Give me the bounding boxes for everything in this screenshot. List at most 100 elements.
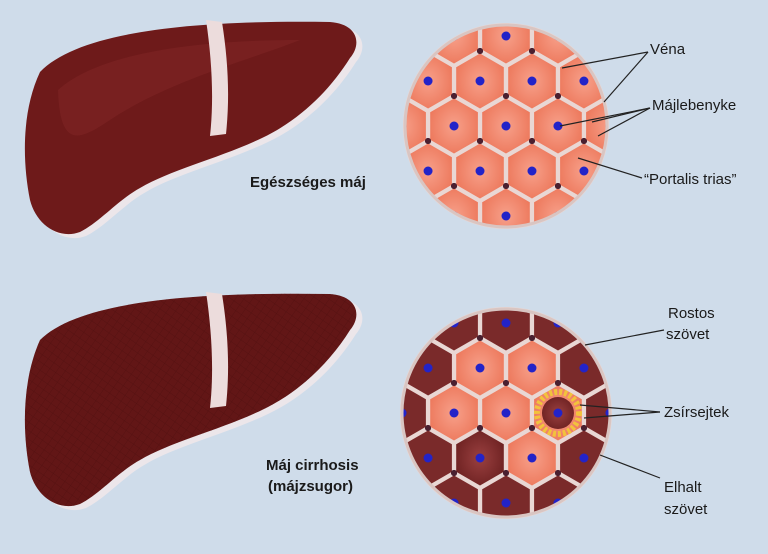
portal-triad-dot <box>402 470 406 476</box>
portal-triad-dot <box>425 48 432 54</box>
fibrous-tissue-label-line1: Rostos <box>668 305 715 322</box>
portal-triad-dot <box>477 48 484 54</box>
portal-triad-dot <box>405 93 406 99</box>
portal-triad-dot <box>607 290 613 296</box>
hepatocyte-cell <box>402 475 426 517</box>
portal-triad-dot <box>633 138 639 144</box>
nucleus-dot <box>476 274 485 283</box>
portal-triad-dot <box>503 273 509 279</box>
portal-triad-dot <box>633 515 639 521</box>
nucleus-dot <box>423 453 433 463</box>
portal-triad-dot <box>554 380 561 386</box>
portal-triad-dot <box>554 183 561 189</box>
nucleus-dot <box>527 166 537 176</box>
hepatocyte-cell <box>612 341 660 396</box>
fibrous-tissue-label-line2: szövet <box>666 326 710 343</box>
healthy-liver-caption: Egészséges máj <box>250 174 366 191</box>
dead-tissue-label-line1: Elhalt <box>664 479 702 496</box>
nucleus-dot <box>372 167 381 176</box>
fat-cells-label: Zsírsejtek <box>664 404 730 421</box>
portal-triad-dot <box>606 183 607 189</box>
nucleus-dot <box>449 121 459 131</box>
portal-triad-dot <box>528 138 535 144</box>
nucleus-dot <box>501 121 511 131</box>
portal-triad-dot <box>580 48 587 54</box>
portal-triad-dot <box>373 138 379 144</box>
hepatocyte-cell <box>352 54 400 109</box>
hepatocyte-cell <box>402 309 426 351</box>
portal-triad-dot <box>477 228 483 234</box>
portal-triad-dot <box>529 228 535 234</box>
portal-triad-dot <box>451 273 457 279</box>
healthy-lobule-circle <box>352 0 639 279</box>
portal-triad-dot <box>425 228 431 234</box>
portal-triad-dot <box>606 470 610 476</box>
portal-triad-dot <box>477 228 483 234</box>
nucleus-dot <box>631 364 640 373</box>
portal-triad-dot <box>606 470 610 476</box>
portal-triad-dot <box>580 515 587 517</box>
nucleus-dot <box>501 408 511 418</box>
portal-triad-dot <box>347 380 353 386</box>
nucleus-dot <box>579 363 589 373</box>
portal-triad-dot <box>373 138 379 144</box>
portal-triad-dot <box>373 425 379 431</box>
portal-triad-dot <box>405 183 406 189</box>
portal-triad-dot <box>529 228 535 234</box>
portal-triad-dot <box>633 425 639 431</box>
nucleus-dot <box>605 211 607 221</box>
nucleus-dot <box>372 454 381 463</box>
nucleus-dot <box>527 453 537 463</box>
cirrhotic-liver-shape <box>24 292 363 511</box>
portal-triad-dot <box>477 138 484 144</box>
portal-triad-dot <box>580 515 587 517</box>
portal-triad-dot <box>503 380 509 386</box>
nucleus-dot <box>501 498 511 508</box>
portal-triad-dot <box>633 138 639 144</box>
hepatocyte-cell <box>586 309 610 351</box>
nucleus-dot <box>501 31 511 41</box>
portal-triad-dot <box>399 3 405 9</box>
nucleus-dot <box>501 211 511 221</box>
portal-triad-dot <box>425 515 432 517</box>
dead-tissue-label-line2: szövet <box>664 501 708 518</box>
portal-triad-dot <box>659 380 665 386</box>
portal-triad-dot <box>373 335 379 341</box>
hepatocyte-cell <box>508 0 556 19</box>
nucleus-dot <box>476 544 485 553</box>
portal-triad-dot <box>425 138 432 144</box>
nucleus-dot <box>579 453 589 463</box>
portal-triad-dot <box>503 93 509 99</box>
portal-triad-dot <box>555 3 561 9</box>
portal-triad-dot <box>477 425 484 431</box>
portal-triad-dot <box>555 3 561 9</box>
nucleus-dot <box>527 274 536 283</box>
portal-triad-dot <box>451 93 458 99</box>
nucleus-dot <box>475 363 485 373</box>
nucleus-dot <box>501 318 511 328</box>
portal-triad-dot <box>554 93 561 99</box>
hepatocyte-cell <box>586 475 610 517</box>
portal-triad-dot <box>451 183 458 189</box>
portal-triad-dot <box>606 183 607 189</box>
portal-triad-dot <box>451 290 457 296</box>
hepatocyte-cell <box>405 188 426 227</box>
cirrhosis-caption-line1: Máj cirrhosis <box>266 457 359 474</box>
portal-triad-dot <box>405 183 406 189</box>
portal-triad-dot <box>451 380 458 386</box>
portal-triad-dot <box>402 470 406 476</box>
portal-triad-dot <box>451 3 457 9</box>
nucleus-dot <box>423 76 433 86</box>
nucleus-dot <box>402 498 407 508</box>
healthy-pointer-lines <box>559 51 651 179</box>
portal-triad-dot <box>528 335 535 341</box>
nucleus-dot <box>527 544 536 553</box>
portal-triad-dot <box>555 290 561 296</box>
portal-triad-dot <box>581 228 587 234</box>
nucleus-dot <box>553 121 563 131</box>
portal-triad-dot <box>503 3 509 9</box>
nucleus-dot <box>579 76 589 86</box>
nucleus-dot <box>475 166 485 176</box>
nucleus-dot <box>402 318 407 328</box>
cirrhosis-pointer-lines <box>579 329 665 479</box>
